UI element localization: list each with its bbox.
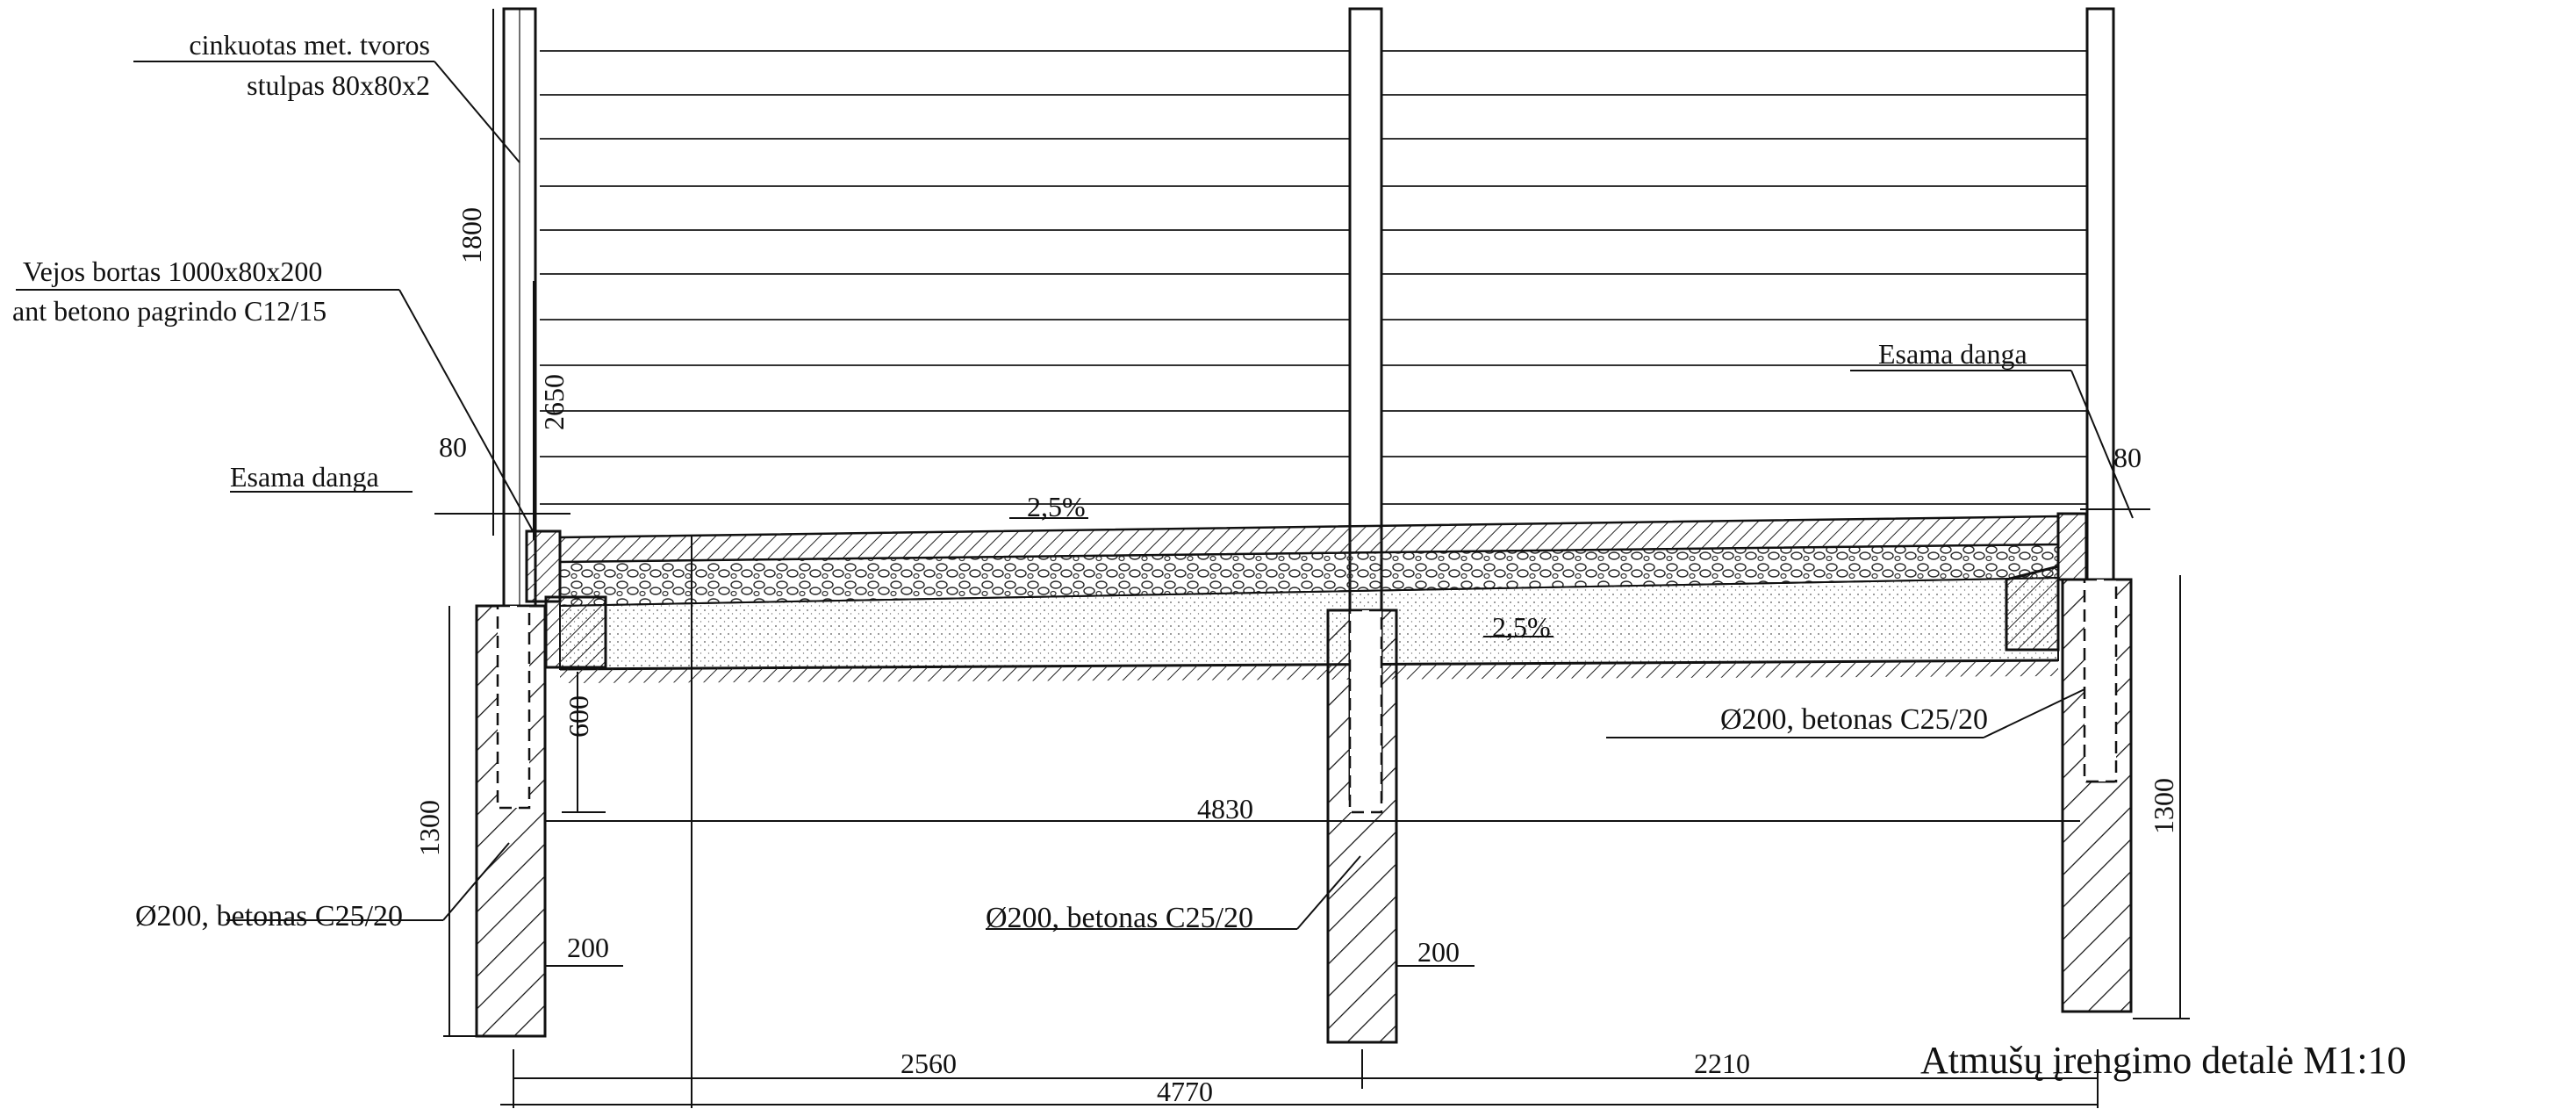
dim-4770: 4770	[1157, 1076, 1213, 1107]
slope-top: 2,5%	[1027, 491, 1086, 522]
dim-200-mid: 200	[1417, 936, 1460, 968]
dim-1300-left: 1300	[413, 800, 445, 856]
dim-4830: 4830	[1197, 793, 1253, 825]
dim-1300-right: 1300	[2148, 778, 2179, 834]
dim-600: 600	[563, 695, 594, 738]
dimension-lines	[16, 9, 2190, 1108]
label-existing-left: Esama danga	[230, 461, 379, 493]
label-curb-line2: ant betono pagrindo C12/15	[12, 295, 326, 327]
label-post-line1: cinkuotas met. tvoros	[189, 29, 430, 61]
dim-80-left: 80	[439, 431, 467, 463]
curb-right	[2005, 512, 2088, 652]
curb-left	[525, 529, 607, 669]
drawing-title: Atmušų įrengimo detalė M1:10	[1920, 1039, 2407, 1082]
dim-2560: 2560	[901, 1048, 957, 1079]
label-foundation-left: Ø200, betonas C25/20	[135, 900, 403, 933]
label-foundation-mid: Ø200, betonas C25/20	[986, 902, 1253, 934]
foundation-middle	[1326, 609, 1398, 1044]
dim-1800: 1800	[456, 207, 487, 263]
dim-80-right: 80	[2113, 442, 2142, 473]
dim-2650: 2650	[538, 374, 570, 430]
pavement-section	[558, 515, 2060, 683]
foundation-left	[475, 604, 547, 1038]
label-post-line2: stulpas 80x80x2	[247, 69, 430, 101]
foundation-right	[2061, 578, 2133, 1013]
fence-post-left	[502, 7, 537, 608]
fence-mesh-panel	[540, 50, 2089, 505]
slope-base: 2,5%	[1492, 611, 1551, 643]
dim-2210: 2210	[1694, 1048, 1750, 1079]
label-curb-line1: Vejos bortas 1000x80x200	[23, 256, 322, 287]
label-foundation-right: Ø200, betonas C25/20	[1720, 703, 1988, 736]
label-existing-right: Esama danga	[1878, 338, 2027, 370]
dim-200-left: 200	[567, 932, 609, 963]
